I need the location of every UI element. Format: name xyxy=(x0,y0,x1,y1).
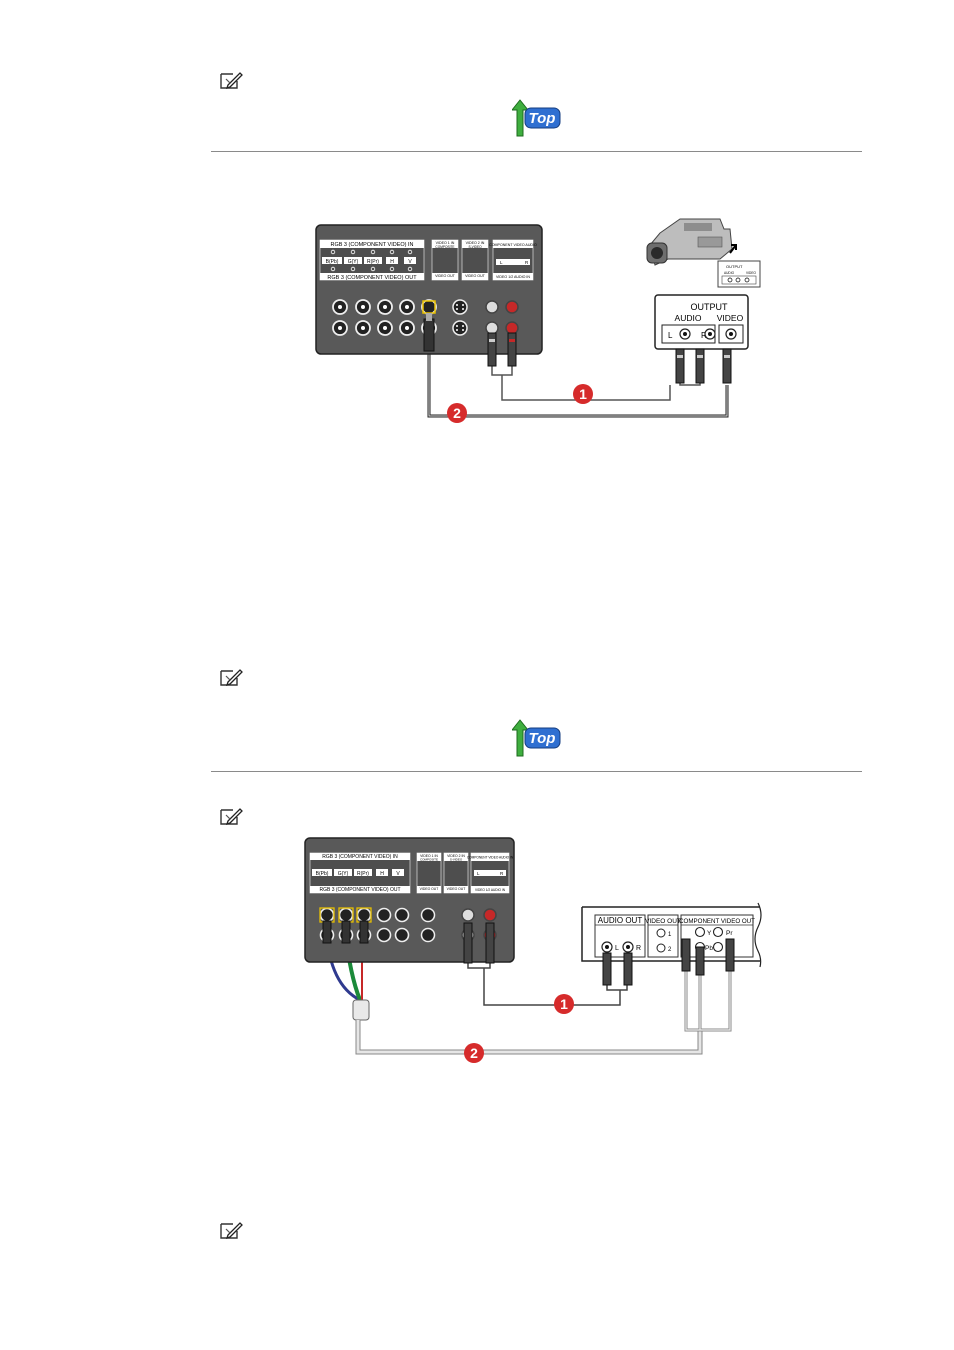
svg-text:VIDEO: VIDEO xyxy=(746,271,756,275)
svg-text:2: 2 xyxy=(453,405,461,421)
camcorder-icon xyxy=(646,218,733,266)
svg-text:1: 1 xyxy=(668,932,672,938)
rca-plugs xyxy=(463,922,495,964)
svg-text:L: L xyxy=(668,331,673,340)
svg-text:S-VIDEO: S-VIDEO xyxy=(468,245,482,249)
svg-text:VIDEO 2 IN: VIDEO 2 IN xyxy=(447,854,465,858)
camcorder: OUTPUT AUDIO VIDEO xyxy=(646,218,761,288)
svg-text:L: L xyxy=(477,871,480,876)
component-video-out-label: COMPONENT VIDEO OUT xyxy=(679,918,755,925)
svg-text:COMPONENT VIDEO AUDIO IN: COMPONENT VIDEO AUDIO IN xyxy=(467,856,514,860)
note-pencil-icon xyxy=(220,72,243,90)
note-pencil-icon xyxy=(220,1222,243,1240)
audio-out-label: AUDIO OUT xyxy=(598,916,643,925)
step-badge-1: 1 xyxy=(573,384,593,404)
svg-text:H: H xyxy=(380,871,384,877)
svg-text:VIDEO 1/2 AUDIO IN: VIDEO 1/2 AUDIO IN xyxy=(475,888,506,892)
rgb3-out-label: RGB 3 (COMPONENT VIDEO) OUT xyxy=(327,275,417,281)
svg-text:S-VIDEO: S-VIDEO xyxy=(450,858,463,862)
video-cable xyxy=(427,350,729,418)
svg-text:R: R xyxy=(636,945,641,952)
svg-text:VIDEO OUT: VIDEO OUT xyxy=(447,887,466,891)
dvd-plugs xyxy=(602,938,735,986)
svg-text:R: R xyxy=(500,871,504,876)
camcorder-output-panel: OUTPUT AUDIO VIDEO L R xyxy=(654,294,749,350)
s-video-ports xyxy=(420,907,436,943)
svg-text:B(Pb): B(Pb) xyxy=(316,871,329,877)
top-link-label: Top xyxy=(529,730,556,747)
video-out-label: VIDEO OUT xyxy=(645,918,681,925)
component-cable xyxy=(324,929,732,1055)
s-video-ports xyxy=(452,299,468,336)
step-badge-1: 1 xyxy=(554,994,574,1014)
top-link-label: Top xyxy=(529,110,556,127)
top-link[interactable]: Top xyxy=(512,98,562,138)
svg-text:2: 2 xyxy=(470,1045,478,1061)
dvd-component-connection-diagram: RGB 3 (COMPONENT VIDEO) IN RGB 3 (COMPON… xyxy=(304,837,762,1063)
video-label: VIDEO xyxy=(717,313,744,323)
svg-text:R(Pr): R(Pr) xyxy=(367,259,379,265)
svg-text:VIDEO OUT: VIDEO OUT xyxy=(465,274,486,278)
svg-text:G(Y): G(Y) xyxy=(348,259,359,265)
svg-text:1: 1 xyxy=(560,996,568,1012)
step-badge-2: 2 xyxy=(464,1043,484,1063)
svg-text:V: V xyxy=(396,871,400,877)
camcorder-connection-diagram: RGB 3 (COMPONENT VIDEO) IN RGB 3 (COMPON… xyxy=(315,218,761,423)
svg-text:RGB 3 (COMPONENT VIDEO) IN: RGB 3 (COMPONENT VIDEO) IN xyxy=(322,854,398,860)
svg-text:2: 2 xyxy=(668,947,672,953)
svg-text:COMPOSITE: COMPOSITE xyxy=(435,245,454,249)
svg-text:COMPOSITE: COMPOSITE xyxy=(420,858,438,862)
top-link[interactable]: Top xyxy=(512,718,562,758)
note-pencil-icon xyxy=(220,808,243,826)
monitor-rear-panel: RGB 3 (COMPONENT VIDEO) IN RGB 3 (COMPON… xyxy=(315,224,543,355)
rgb3-in-label: RGB 3 (COMPONENT VIDEO) IN xyxy=(330,242,413,248)
rca-audio-ports xyxy=(485,300,519,335)
svg-text:AUDIO: AUDIO xyxy=(724,271,735,275)
component-plugs xyxy=(322,920,369,944)
svg-text:R(Pr): R(Pr) xyxy=(357,871,369,877)
step-badge-2: 2 xyxy=(447,403,467,423)
svg-text:RGB 3 (COMPONENT VIDEO) OUT: RGB 3 (COMPONENT VIDEO) OUT xyxy=(319,887,400,893)
rca-plugs xyxy=(487,332,517,367)
svg-text:G(Y): G(Y) xyxy=(338,871,349,877)
audio-label: AUDIO xyxy=(675,313,702,323)
bnc-plug xyxy=(423,313,435,352)
svg-text:OUTPUT: OUTPUT xyxy=(726,264,743,269)
svg-text:V: V xyxy=(408,259,412,265)
svg-text:L: L xyxy=(500,260,503,265)
svg-text:1: 1 xyxy=(579,386,587,402)
svg-text:H: H xyxy=(390,259,394,265)
svg-text:VIDEO OUT: VIDEO OUT xyxy=(420,887,439,891)
svg-text:Pr: Pr xyxy=(726,930,733,937)
output-label: OUTPUT xyxy=(691,302,729,312)
monitor-rear-panel: RGB 3 (COMPONENT VIDEO) IN RGB 3 (COMPON… xyxy=(304,837,515,963)
section-divider xyxy=(211,771,862,772)
audio-cable xyxy=(467,963,628,1006)
svg-text:COMPONENT VIDEO AUDIO: COMPONENT VIDEO AUDIO xyxy=(489,243,537,247)
section-divider xyxy=(211,151,862,152)
svg-text:Y: Y xyxy=(707,930,712,937)
note-pencil-icon xyxy=(220,669,243,687)
svg-text:VIDEO 1/2 AUDIO IN: VIDEO 1/2 AUDIO IN xyxy=(496,275,530,279)
camcorder-plugs xyxy=(675,348,732,384)
svg-text:B(Pb): B(Pb) xyxy=(326,259,339,265)
svg-text:R: R xyxy=(701,331,707,340)
rgb-channel-labels: B(Pb) G(Y) R(Pr) H V xyxy=(322,257,416,265)
svg-text:VIDEO 2 IN: VIDEO 2 IN xyxy=(466,241,485,245)
svg-text:L: L xyxy=(615,945,619,952)
svg-text:Pb: Pb xyxy=(705,945,713,952)
svg-text:VIDEO 1 IN: VIDEO 1 IN xyxy=(420,854,438,858)
audio-cable xyxy=(491,365,701,401)
dvd-player: AUDIO OUT VIDEO OUT COMPONENT VIDEO OUT … xyxy=(581,902,762,968)
svg-text:VIDEO OUT: VIDEO OUT xyxy=(435,274,456,278)
svg-text:VIDEO 1 IN: VIDEO 1 IN xyxy=(436,241,455,245)
svg-text:R: R xyxy=(525,260,529,265)
rgb-channel-labels: B(Pb) G(Y) R(Pr) H V xyxy=(312,869,404,877)
